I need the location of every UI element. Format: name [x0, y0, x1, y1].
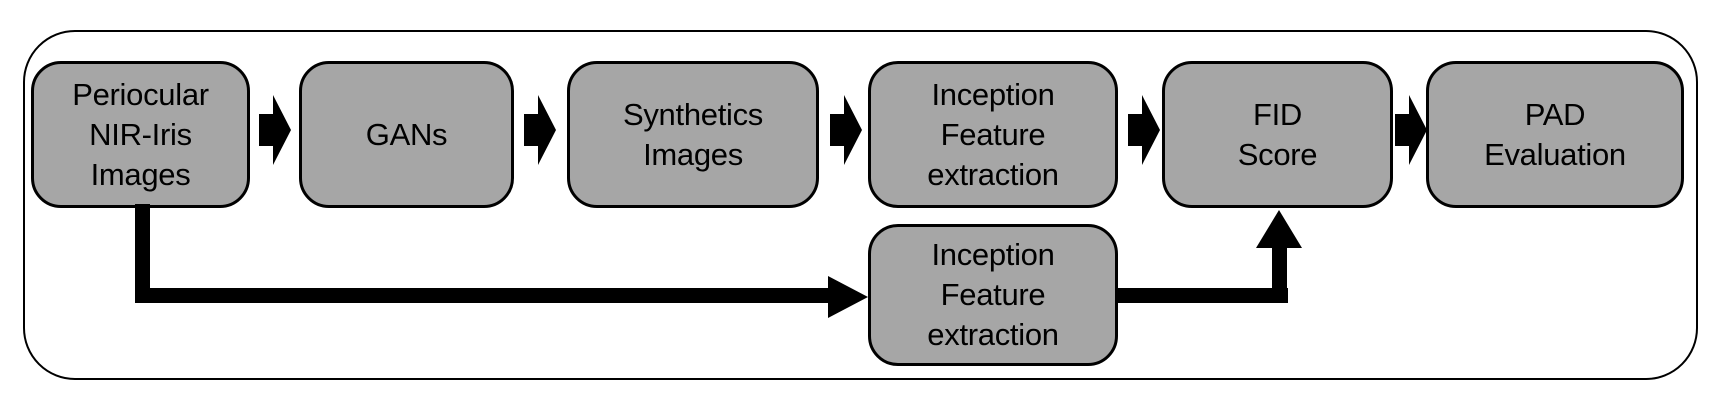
arrowhead-into-fid-score-icon: [1256, 210, 1302, 248]
node-label-periocular: Periocular NIR-Iris Images: [72, 76, 209, 192]
node-pad-evaluation: PAD Evaluation: [1426, 61, 1684, 208]
node-label-pad: PAD Evaluation: [1484, 96, 1626, 172]
connector-inception-bottom-up-segment: [1272, 248, 1287, 303]
node-fid-score: FID Score: [1162, 61, 1393, 208]
connector-inception-bottom-right-segment: [1118, 288, 1288, 303]
node-label-inception-top: Inception Feature extraction: [927, 76, 1059, 192]
node-label-fid: FID Score: [1237, 96, 1318, 172]
node-inception-feature-extraction-bottom: Inception Feature extraction: [868, 224, 1118, 366]
diagram-outer-frame: [23, 30, 1698, 380]
node-label-synthetics: Synthetics Images: [622, 96, 763, 172]
arrow-periocular-to-gans-icon: [259, 95, 291, 165]
connector-periocular-right-segment: [135, 288, 828, 303]
arrow-gans-to-synthetics-icon: [524, 95, 556, 165]
arrow-fid-to-pad-icon: [1395, 95, 1427, 165]
arrow-inception-to-fid-icon: [1128, 95, 1160, 165]
node-gans: GANs: [299, 61, 514, 208]
node-synthetics-images: Synthetics Images: [567, 61, 819, 208]
arrow-synthetics-to-inception-icon: [830, 95, 862, 165]
arrowhead-into-inception-bottom-icon: [828, 276, 868, 318]
node-periocular-nir-iris-images: Periocular NIR-Iris Images: [31, 61, 250, 208]
connector-periocular-down-segment: [135, 204, 150, 303]
node-label-inception-bottom: Inception Feature extraction: [927, 237, 1059, 352]
node-inception-feature-extraction-top: Inception Feature extraction: [868, 61, 1118, 208]
node-label-gans: GANs: [365, 116, 448, 152]
